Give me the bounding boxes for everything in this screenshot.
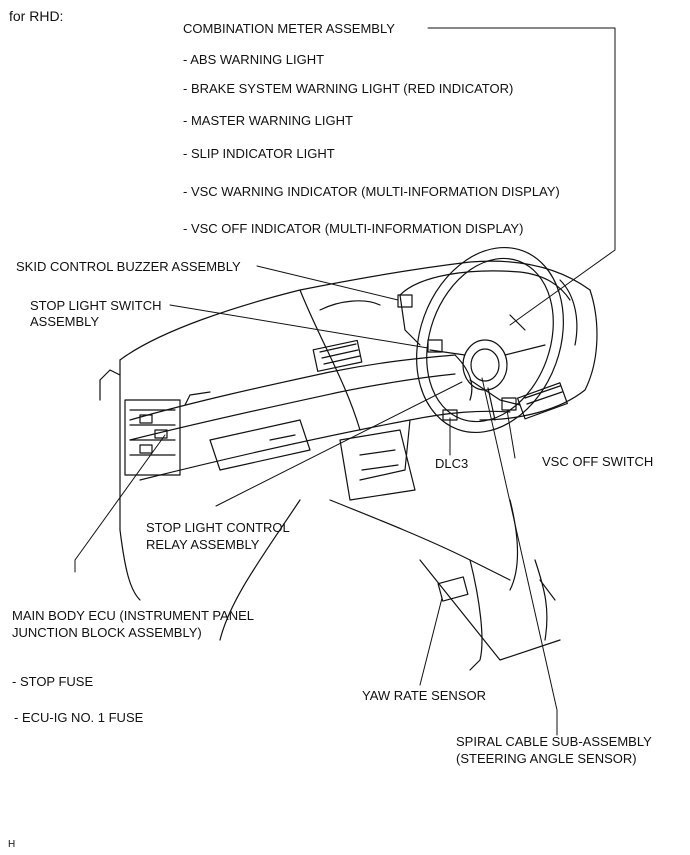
- vsc-off-switch-label: VSC OFF SWITCH: [542, 454, 654, 469]
- ecu-ig-fuse-label: - ECU-IG NO. 1 FUSE: [14, 710, 144, 725]
- meter-item: - ABS WARNING LIGHT: [183, 52, 325, 67]
- ecu-label: MAIN BODY ECU (INSTRUMENT PANEL: [12, 608, 254, 623]
- stop-light-switch-body: [427, 339, 443, 353]
- leader-lines: [74, 27, 616, 736]
- meter-item: - BRAKE SYSTEM WARNING LIGHT (RED INDICA…: [183, 81, 514, 96]
- meter-item: - VSC WARNING INDICATOR (MULTI-INFORMATI…: [183, 184, 560, 199]
- stop-switch-label: ASSEMBLY: [30, 314, 100, 329]
- buzzer-body: [397, 294, 413, 308]
- glove-box: [209, 419, 311, 471]
- meter-item: - SLIP INDICATOR LIGHT: [183, 146, 335, 161]
- vsc-off-switch-body: [501, 397, 517, 411]
- footer-code: H: [8, 839, 16, 850]
- spiral-cable-label: (STEERING ANGLE SENSOR): [456, 751, 637, 766]
- relay-label: STOP LIGHT CONTROL: [146, 520, 290, 535]
- variant-label: for RHD:: [9, 8, 64, 24]
- meter-title: COMBINATION METER ASSEMBLY: [183, 21, 395, 36]
- air-vents: [312, 300, 568, 420]
- yaw-rate-sensor-body: [437, 576, 469, 602]
- meter-item: - VSC OFF INDICATOR (MULTI-INFORMATION D…: [183, 221, 524, 236]
- yaw-rate-sensor-label: YAW RATE SENSOR: [362, 688, 486, 703]
- meter-hood: [399, 270, 571, 346]
- steering-wheel: [416, 246, 564, 434]
- ecu-label: JUNCTION BLOCK ASSEMBLY): [12, 625, 202, 640]
- junction-block: [124, 399, 181, 476]
- buzzer-label: SKID CONTROL BUZZER ASSEMBLY: [16, 259, 241, 274]
- relay-label: RELAY ASSEMBLY: [146, 537, 260, 552]
- center-console: [219, 429, 561, 671]
- dashboard-outline: [99, 260, 598, 601]
- stop-fuse-label: - STOP FUSE: [12, 674, 94, 689]
- stop-switch-label: STOP LIGHT SWITCH: [30, 298, 162, 313]
- meter-item: - MASTER WARNING LIGHT: [183, 113, 353, 128]
- spiral-cable-label: SPIRAL CABLE SUB-ASSEMBLY: [456, 734, 652, 749]
- dlc3-label: DLC3: [435, 456, 469, 471]
